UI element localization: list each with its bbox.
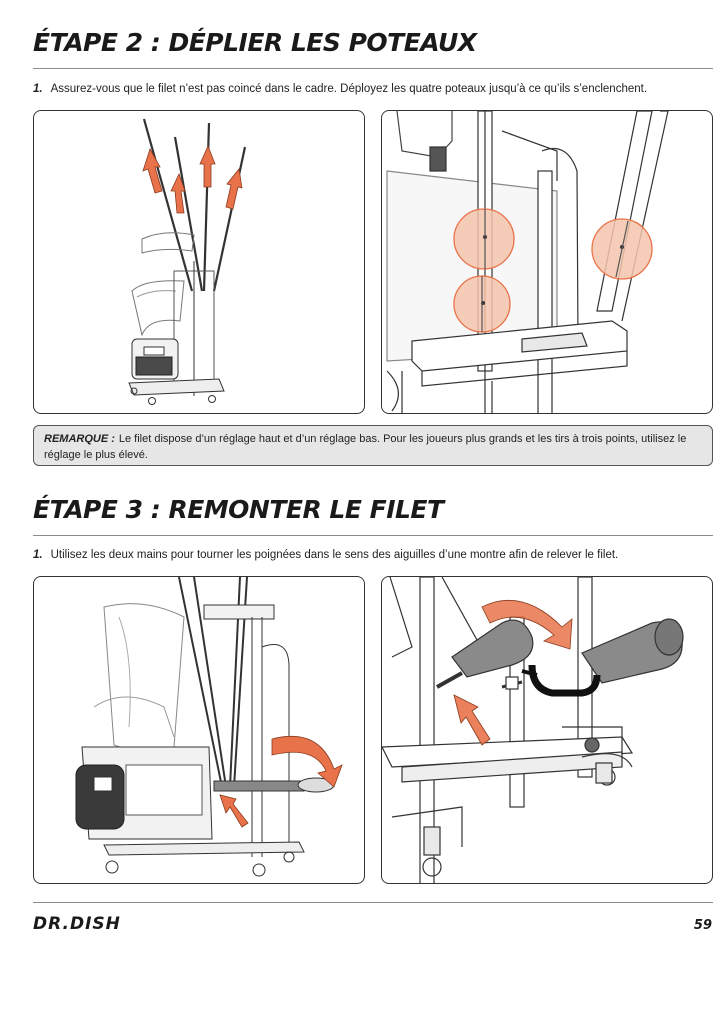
note-box: REMARQUE :Le filet dispose d’un réglage … (33, 425, 713, 466)
step2-title: ÉTAPE 2 : DÉPLIER LES POTEAUX (33, 28, 477, 57)
step2-instruction: 1. Assurez-vous que le filet n’est pas co… (33, 83, 647, 95)
step2-instruction-text: Assurez-vous que le filet n’est pas coin… (50, 83, 648, 95)
illustration-handle-closeup (381, 576, 713, 884)
illustration-handle-rotation (33, 576, 365, 884)
step3-instruction-text: Utilisez les deux mains pour tourner les… (50, 549, 619, 561)
step3-instruction-number: 1. (33, 549, 43, 561)
step3-title: ÉTAPE 3 : REMONTER LE FILET (33, 495, 444, 524)
footer-divider (33, 902, 713, 903)
step3-divider (33, 535, 713, 536)
page-number: 59 (693, 918, 712, 933)
step2-instruction-number: 1. (33, 83, 43, 95)
step3-instruction: 1. Utilisez les deux mains pour tourner l… (33, 549, 618, 561)
illustration-pole-locks-closeup (381, 110, 713, 414)
note-label: REMARQUE : (44, 433, 115, 445)
step2-divider (33, 68, 713, 69)
illustration-poles-extended (33, 110, 365, 414)
brand-logo: DR.DISH (33, 914, 121, 934)
note-text: Le filet dispose d’un réglage haut et d’… (44, 433, 687, 461)
